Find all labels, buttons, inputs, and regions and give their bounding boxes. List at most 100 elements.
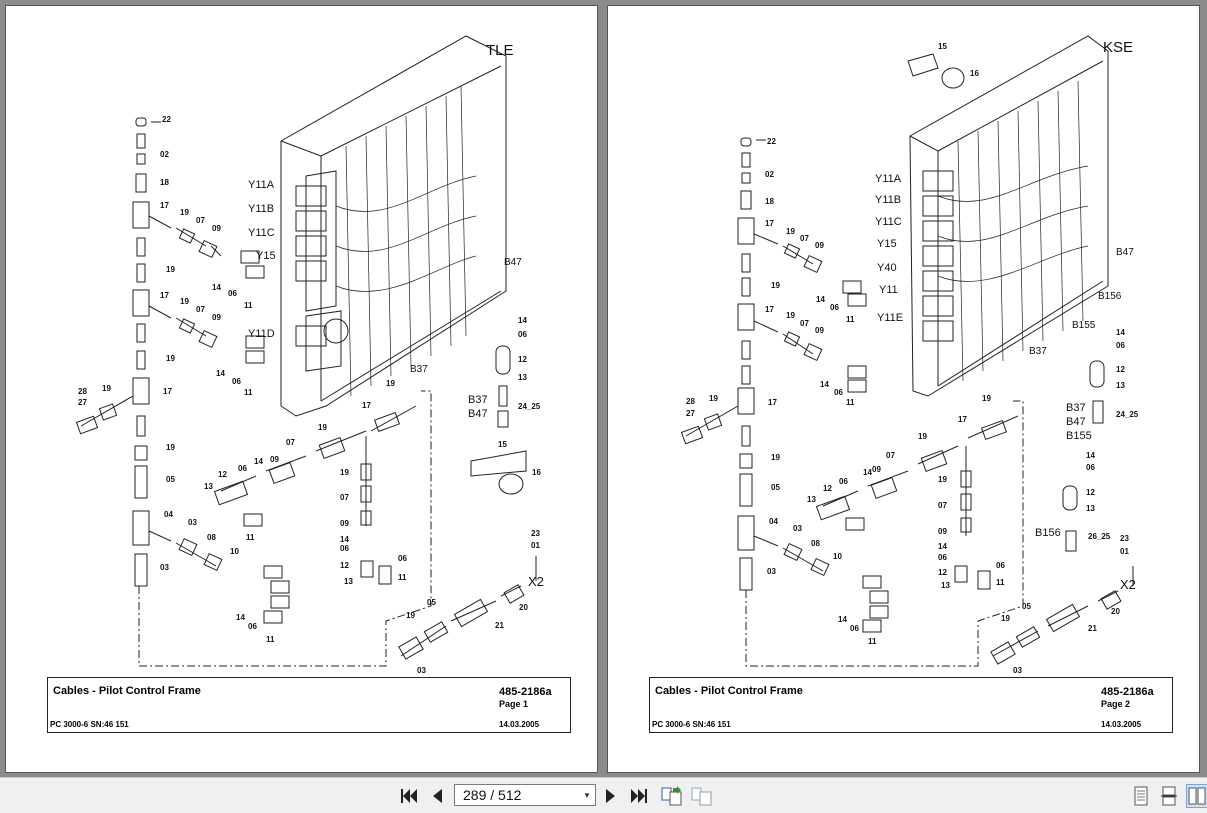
drawing-date: 14.03.2005 bbox=[499, 720, 540, 729]
sensor-label: B47 bbox=[1066, 416, 1086, 428]
callout: 12 bbox=[1086, 488, 1095, 497]
pilot-control-frame bbox=[909, 35, 1109, 397]
callout: 03 bbox=[188, 518, 197, 527]
sensor-label: B37 bbox=[1066, 402, 1086, 414]
document-number: 485-2186a bbox=[1101, 686, 1154, 698]
callout: 13 bbox=[518, 373, 527, 382]
callout: 13 bbox=[1086, 504, 1095, 513]
callout: 20 bbox=[519, 603, 528, 612]
callout: 19 bbox=[786, 311, 795, 320]
callout: 06 bbox=[850, 624, 859, 633]
callout: 23 bbox=[1120, 534, 1129, 543]
frame-label: KSE bbox=[1103, 39, 1134, 56]
callout: 03 bbox=[793, 524, 802, 533]
document-viewport[interactable]: TLE Y11A Y11B Y11C Y15 Y11D B47 B37 22 0… bbox=[0, 0, 1207, 777]
callout: 02 bbox=[160, 150, 169, 159]
sensor-label: B155 bbox=[1066, 430, 1092, 442]
callout: 17 bbox=[362, 401, 371, 410]
sensor-label: B47 bbox=[1116, 247, 1134, 258]
callout: 14 bbox=[820, 380, 829, 389]
callout: 11 bbox=[846, 315, 855, 324]
valve-label: Y11E bbox=[877, 312, 904, 324]
callout: 17 bbox=[768, 398, 777, 407]
sensor-label: B156 bbox=[1035, 527, 1061, 539]
callout: 03 bbox=[767, 567, 776, 576]
callout: 19 bbox=[786, 227, 795, 236]
callout: 17 bbox=[163, 387, 172, 396]
callout: 13 bbox=[941, 581, 950, 590]
callout: 12 bbox=[1116, 365, 1125, 374]
callout: 28 bbox=[686, 397, 695, 406]
callout: 28 bbox=[78, 387, 87, 396]
continuous-view-icon bbox=[661, 786, 682, 806]
callout: 11 bbox=[846, 398, 855, 407]
callout: 19 bbox=[318, 423, 327, 432]
callout: 11 bbox=[246, 533, 255, 542]
next-page-icon bbox=[606, 789, 615, 803]
callout: 04 bbox=[164, 510, 173, 519]
callout: 06 bbox=[996, 561, 1005, 570]
first-page-button[interactable] bbox=[398, 784, 420, 808]
callout: 13 bbox=[204, 482, 213, 491]
go-back-view-button[interactable] bbox=[660, 784, 684, 808]
valve-label: Y11C bbox=[875, 216, 902, 228]
callout: 04 bbox=[769, 517, 778, 526]
callout: 12 bbox=[823, 484, 832, 493]
callout: 14 bbox=[236, 613, 245, 622]
callout: 09 bbox=[815, 241, 824, 250]
callout: 19 bbox=[982, 394, 991, 403]
callout: 23 bbox=[531, 529, 540, 538]
callout: 07 bbox=[886, 451, 895, 460]
two-page-mode-button[interactable] bbox=[1186, 784, 1207, 808]
callout: 14 bbox=[254, 457, 263, 466]
page-number-dropdown[interactable]: 289 / 512 ▼ bbox=[454, 784, 596, 806]
callout: 11 bbox=[398, 573, 407, 582]
connector-label: X2 bbox=[528, 574, 544, 589]
callout: 07 bbox=[196, 216, 205, 225]
callout: 13 bbox=[1116, 381, 1125, 390]
previous-page-button[interactable] bbox=[428, 784, 446, 808]
callout: 17 bbox=[765, 305, 774, 314]
callout: 07 bbox=[196, 305, 205, 314]
callout: 09 bbox=[872, 465, 881, 474]
sensor-label: B37 bbox=[1029, 346, 1047, 357]
callout: 15 bbox=[938, 42, 947, 51]
callout: 22 bbox=[162, 115, 171, 124]
valve-label: Y11A bbox=[875, 173, 902, 185]
valve-label: Y11D bbox=[248, 328, 275, 340]
callout: 24_25 bbox=[518, 402, 541, 411]
callout: 15 bbox=[498, 440, 507, 449]
callout: 07 bbox=[340, 493, 349, 502]
valve-label: Y15 bbox=[877, 238, 897, 250]
callout: 06 bbox=[938, 553, 947, 562]
next-page-button[interactable] bbox=[602, 784, 620, 808]
callout: 14 bbox=[863, 468, 872, 477]
continuous-page-mode-button[interactable] bbox=[1158, 784, 1180, 808]
callout: 17 bbox=[765, 219, 774, 228]
single-page-icon bbox=[1134, 786, 1148, 806]
last-page-icon bbox=[631, 789, 647, 803]
callout: 05 bbox=[771, 483, 780, 492]
single-view-icon bbox=[691, 787, 712, 806]
callout: 05 bbox=[1022, 602, 1031, 611]
callout: 06 bbox=[518, 330, 527, 339]
callout: 19 bbox=[180, 297, 189, 306]
drawing-title-block: Cables - Pilot Control Frame 485-2186a P… bbox=[47, 677, 571, 733]
callout: 14 bbox=[340, 535, 349, 544]
callout: 21 bbox=[495, 621, 504, 630]
machine-model: PC 3000-6 SN:46 151 bbox=[50, 720, 129, 729]
sensor-label: B47 bbox=[504, 257, 522, 268]
go-forward-view-button[interactable] bbox=[690, 784, 714, 808]
callout: 06 bbox=[834, 388, 843, 397]
callout: 10 bbox=[833, 552, 842, 561]
last-page-button[interactable] bbox=[628, 784, 650, 808]
drawing-title-block: Cables - Pilot Control Frame 485-2186a P… bbox=[649, 677, 1173, 733]
callout: 09 bbox=[212, 313, 221, 322]
callout: 19 bbox=[180, 208, 189, 217]
first-page-icon bbox=[401, 789, 417, 803]
callout: 08 bbox=[207, 533, 216, 542]
callout: 12 bbox=[340, 561, 349, 570]
document-number: 485-2186a bbox=[499, 686, 552, 698]
callout: 14 bbox=[518, 316, 527, 325]
single-page-mode-button[interactable] bbox=[1130, 784, 1152, 808]
